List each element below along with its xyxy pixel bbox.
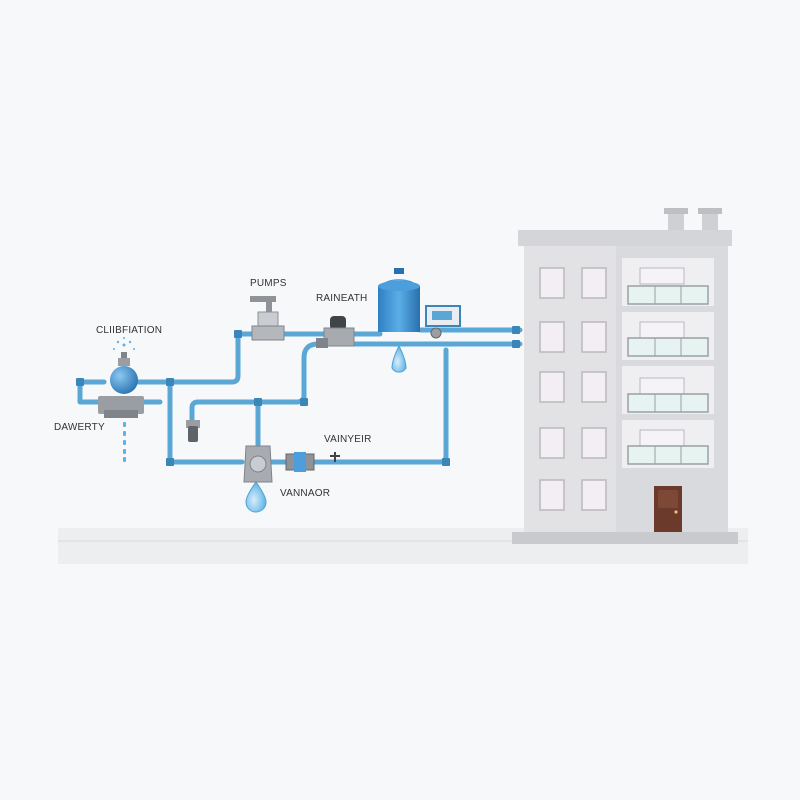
label-calibration: CLIIBFIATION — [96, 325, 162, 336]
left-windows — [539, 267, 607, 511]
spray-icon — [113, 337, 135, 350]
pipe-to-pumps — [135, 331, 261, 385]
roof — [518, 230, 732, 246]
pipe-network — [77, 327, 523, 465]
label-pumps: PUMPS — [250, 278, 287, 289]
chimney-right — [702, 212, 718, 234]
balcony-1 — [622, 258, 714, 306]
water-drop-icon-2 — [245, 481, 267, 513]
pump-icon — [250, 296, 285, 341]
control-box-icon — [425, 305, 461, 339]
filter-icon — [186, 420, 200, 442]
balcony-4 — [622, 420, 714, 468]
label-vannaor: VANNAOR — [280, 488, 330, 499]
label-dawerty: DAWERTY — [54, 422, 105, 433]
water-tank-icon — [378, 268, 420, 332]
label-vainyeir: VAINYEIR — [324, 434, 372, 445]
water-drop-icon — [391, 344, 407, 373]
balconies — [622, 258, 714, 468]
balcony-3 — [622, 366, 714, 414]
apartment-building-icon — [512, 208, 738, 544]
label-raineath: RAINEATH — [316, 293, 367, 304]
lower-pump-icon — [243, 445, 273, 483]
pipe-left-riser — [167, 379, 245, 465]
pipe-lower-return — [311, 347, 449, 465]
lower-valve-icon — [285, 452, 340, 472]
balcony-2 — [622, 312, 714, 360]
pipe-left-loop — [77, 379, 107, 405]
ground-line — [58, 540, 748, 542]
valve-icon — [316, 316, 355, 348]
chimney-left — [668, 212, 684, 234]
drip-icon — [123, 422, 126, 462]
calibration-pump-icon — [98, 352, 144, 418]
pipe-joints — [76, 326, 520, 466]
building-base — [512, 532, 738, 544]
